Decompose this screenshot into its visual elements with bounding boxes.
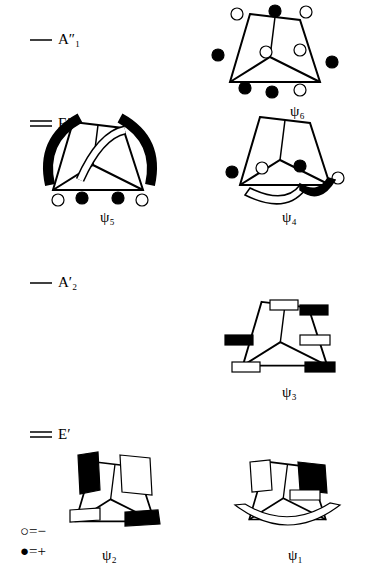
orbital-name: ψ₆ (290, 104, 305, 119)
orbital-name: ψ₂ (102, 548, 117, 563)
symmetry-label: A′₂ (58, 275, 77, 290)
psi4-orbital (226, 117, 344, 204)
symmetry-label: E′ (58, 427, 70, 442)
psi5-orbital (48, 118, 152, 206)
psi1-orbital (235, 460, 340, 525)
symmetry-label: A″₁ (58, 32, 80, 47)
psi6-orbital (212, 5, 338, 98)
psi3-orbital (225, 300, 335, 372)
orbital-name: ψ₅ (100, 210, 115, 225)
orbital-name: ψ₁ (288, 548, 303, 563)
orbital-name: ψ₃ (282, 385, 297, 400)
legend-note: ○=− (20, 524, 46, 539)
legend-note: ●=+ (20, 544, 46, 559)
symmetry-label: E″ (58, 116, 73, 131)
energy-levels (30, 40, 52, 437)
psi2-orbital (70, 452, 160, 526)
orbital-name: ψ₄ (282, 210, 297, 225)
